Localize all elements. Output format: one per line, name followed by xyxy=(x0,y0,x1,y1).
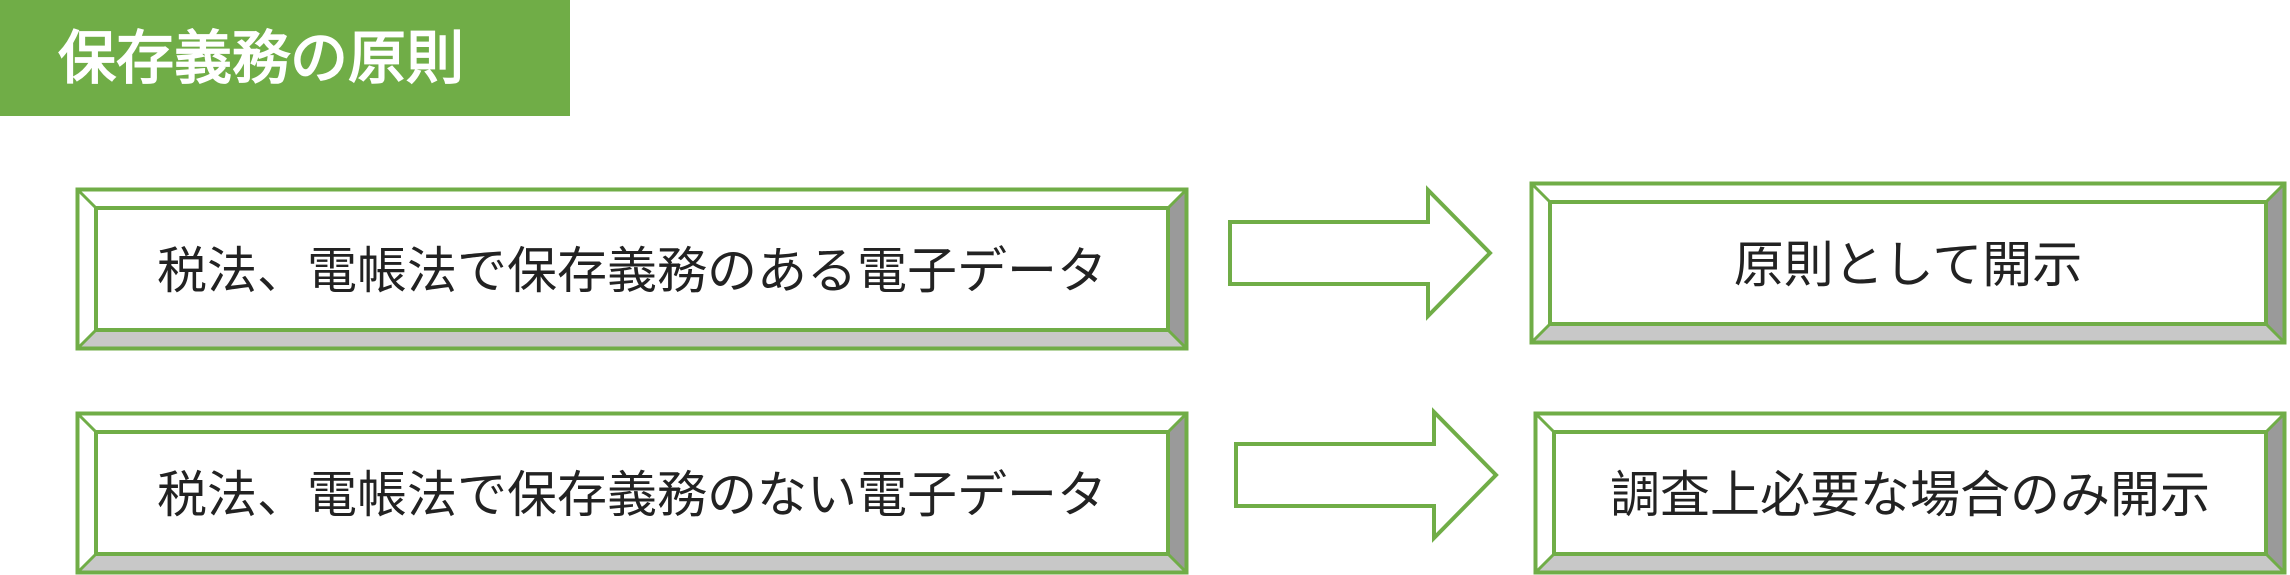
row-1-result-label: 原則として開示 xyxy=(1733,236,2083,294)
row-2-result-label: 調査上必要な場合のみ開示 xyxy=(1610,466,2210,524)
bevel-frame xyxy=(1533,411,2287,575)
row-2-result-box: 調査上必要な場合のみ開示 xyxy=(1533,411,2287,575)
row-1-arrow xyxy=(1228,185,1493,321)
bevel-frame xyxy=(1529,181,2287,345)
bevel-frame xyxy=(75,411,1189,575)
row-1-result-box: 原則として開示 xyxy=(1529,181,2287,345)
row-2-source-label: 税法、電帳法で保存義務のない電子データ xyxy=(157,466,1107,524)
row-2-source-box: 税法、電帳法で保存義務のない電子データ xyxy=(75,411,1189,575)
row-1-source-box: 税法、電帳法で保存義務のある電子データ xyxy=(75,187,1189,351)
row-2-arrow xyxy=(1234,407,1499,543)
diagram-title: 保存義務の原則 xyxy=(0,0,570,116)
row-1-source-label: 税法、電帳法で保存義務のある電子データ xyxy=(157,242,1107,300)
bevel-frame xyxy=(75,187,1189,351)
